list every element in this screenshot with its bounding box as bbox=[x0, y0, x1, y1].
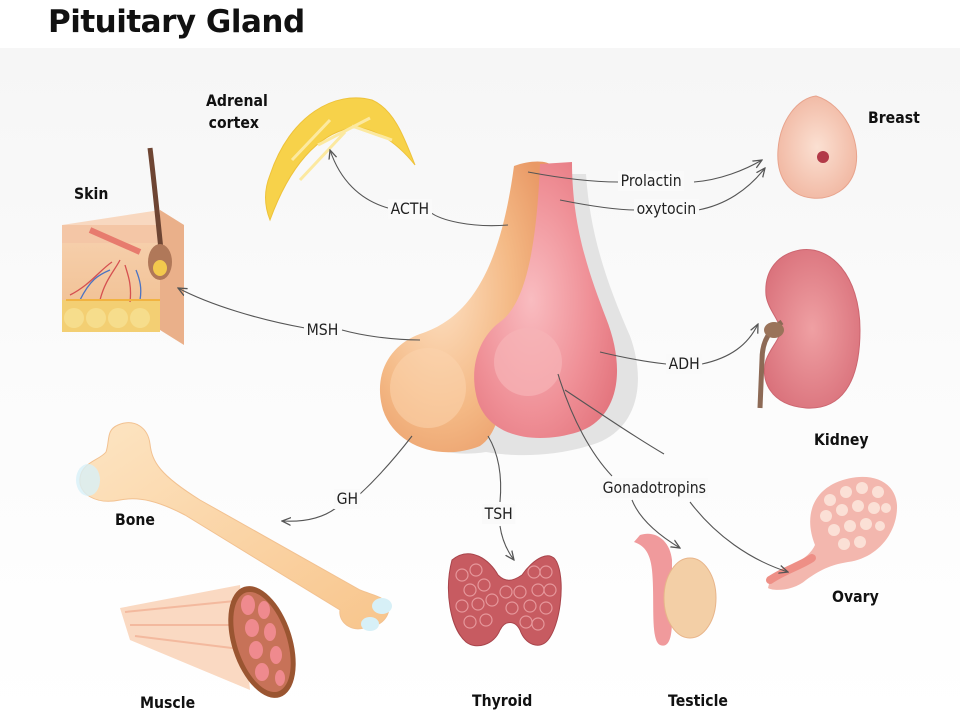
hormone-acth: ACTH bbox=[388, 199, 432, 219]
label-adrenal-line1: Adrenal bbox=[206, 91, 268, 110]
pituitary-gland bbox=[379, 161, 638, 456]
bone-organ bbox=[76, 422, 392, 631]
hormone-adh: ADH bbox=[666, 354, 703, 374]
breast-organ bbox=[777, 95, 858, 199]
label-adrenal-cortex: Adrenal cortex bbox=[206, 90, 268, 134]
hormone-tsh: TSH bbox=[482, 504, 516, 524]
page-title: Pituitary Gland bbox=[48, 4, 305, 40]
skin-organ bbox=[62, 147, 184, 345]
hormone-oxytocin: oxytocin bbox=[634, 199, 699, 219]
label-thyroid: Thyroid bbox=[472, 691, 533, 710]
label-kidney: Kidney bbox=[814, 430, 869, 449]
label-testicle: Testicle bbox=[668, 691, 728, 710]
testicle-organ bbox=[634, 533, 717, 646]
label-adrenal-line2: cortex bbox=[208, 113, 259, 132]
hormone-prolactin: Prolactin bbox=[618, 171, 685, 191]
connector-lines bbox=[178, 150, 788, 572]
kidney-organ bbox=[757, 248, 861, 409]
hormone-gh: GH bbox=[334, 489, 361, 509]
label-breast: Breast bbox=[868, 108, 920, 127]
label-ovary: Ovary bbox=[832, 587, 879, 606]
thyroid-organ bbox=[447, 553, 562, 647]
hormone-gonadotropins: Gonadotropins bbox=[600, 478, 709, 498]
label-muscle: Muscle bbox=[140, 693, 196, 712]
adrenal-cortex-organ bbox=[265, 97, 416, 222]
ovary-organ bbox=[766, 476, 898, 590]
label-skin: Skin bbox=[74, 184, 109, 203]
label-bone: Bone bbox=[115, 510, 155, 529]
muscle-organ bbox=[120, 585, 296, 698]
hormone-msh: MSH bbox=[304, 320, 341, 340]
